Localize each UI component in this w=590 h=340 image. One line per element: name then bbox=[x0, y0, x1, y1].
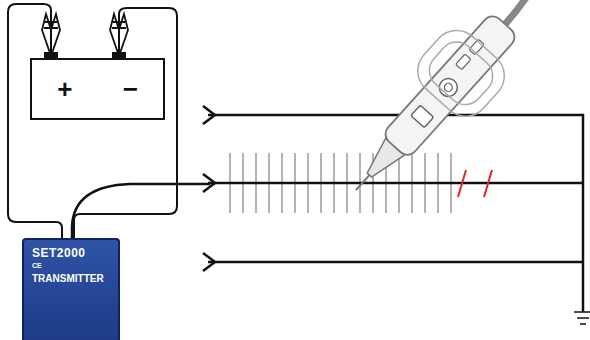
device-label: TRANSMITTER bbox=[32, 273, 104, 284]
ground-symbol bbox=[574, 312, 590, 324]
polarity-sign: + bbox=[57, 76, 72, 102]
battery-lead bbox=[74, 8, 177, 238]
detector-probe bbox=[326, 0, 573, 217]
alligator-clamps bbox=[42, 14, 128, 56]
battery-box: +− bbox=[30, 58, 165, 120]
device-label: SET2000 bbox=[32, 246, 86, 260]
transmitter-box: SET2000CE TRANSMITTER bbox=[22, 238, 120, 340]
wires bbox=[72, 106, 584, 312]
polarity-sign: − bbox=[123, 76, 138, 102]
device-label: CE bbox=[32, 262, 42, 269]
battery-lead bbox=[8, 4, 62, 238]
break-marks bbox=[458, 170, 492, 197]
